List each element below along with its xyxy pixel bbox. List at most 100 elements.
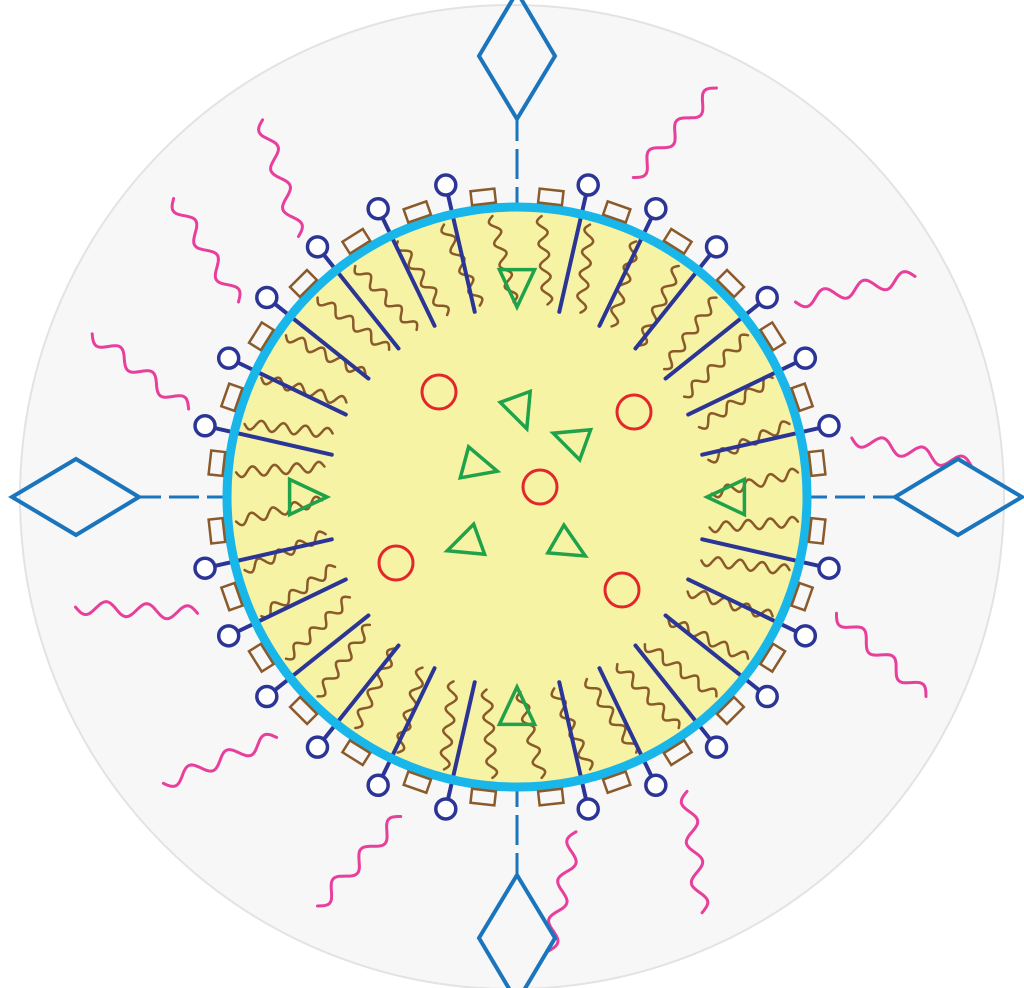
fatty-chain-icon bbox=[615, 662, 681, 730]
surface-tag-icon bbox=[340, 738, 372, 767]
fatty-chain-icon bbox=[439, 680, 459, 771]
surface-tag-icon bbox=[789, 382, 815, 413]
payload-triangle-icon bbox=[702, 476, 747, 518]
lipid-head-layer bbox=[193, 173, 841, 821]
peg-chain-icon bbox=[257, 118, 304, 238]
surface-tag-icon bbox=[469, 787, 498, 807]
lipid-head-icon bbox=[255, 285, 279, 310]
fatty-chain-icon bbox=[234, 495, 324, 527]
lipid-head-icon bbox=[644, 196, 668, 221]
peg-chain-icon bbox=[170, 197, 242, 304]
lipid-head-icon bbox=[755, 684, 779, 709]
fatty-chain-icon bbox=[575, 223, 595, 314]
surface-tag-icon bbox=[807, 516, 827, 545]
fatty-chain-icon bbox=[584, 677, 639, 754]
fatty-chain-icon bbox=[487, 214, 519, 304]
peg-chain-icon bbox=[631, 86, 718, 179]
surface-tag-icon bbox=[207, 516, 227, 545]
fatty-chain-icon bbox=[354, 647, 396, 730]
payload-triangle-icon bbox=[496, 682, 538, 727]
payload-triangle-icon bbox=[457, 443, 502, 481]
peg-chain-icon bbox=[850, 436, 973, 467]
surface-tag-icon bbox=[402, 199, 433, 225]
lipid-head-icon bbox=[216, 346, 241, 370]
peg-chain-icon bbox=[161, 732, 279, 788]
drug-circle-icon bbox=[420, 373, 458, 411]
surface-tag-icon bbox=[789, 581, 815, 612]
fatty-chain-icon bbox=[708, 515, 800, 534]
surface-tag-icon bbox=[288, 268, 319, 299]
ligand-diamond-icon bbox=[891, 456, 1024, 538]
surface-tag-icon bbox=[715, 695, 746, 726]
payload-triangle-icon bbox=[443, 521, 488, 557]
lipid-head-icon bbox=[793, 346, 818, 370]
core-payload-layer bbox=[287, 267, 747, 727]
fatty-chain-icon bbox=[395, 240, 450, 317]
fatty-chain-icon bbox=[260, 376, 348, 404]
peg-chain-icon bbox=[90, 332, 191, 411]
ligand-diamond-icon bbox=[8, 456, 143, 538]
lipid-head-icon bbox=[817, 414, 841, 438]
fatty-chain-icon bbox=[284, 595, 352, 661]
lipid-head-icon bbox=[366, 773, 390, 798]
lipid-head-icon bbox=[576, 797, 600, 821]
surface-tag-icon bbox=[340, 227, 372, 256]
surface-tag-icon bbox=[758, 320, 787, 352]
fatty-chain-icon bbox=[643, 642, 718, 698]
surface-tag-icon bbox=[715, 268, 746, 299]
lipid-head-icon bbox=[644, 773, 668, 798]
fatty-chain-icon bbox=[243, 419, 334, 439]
payload-triangle-icon bbox=[496, 267, 538, 312]
drug-circle-icon bbox=[603, 571, 641, 609]
lipid-head-icon bbox=[366, 196, 390, 221]
lipid-head-icon bbox=[216, 624, 241, 648]
drug-circle-icon bbox=[377, 544, 415, 582]
peg-chain-icon bbox=[835, 611, 928, 698]
fatty-chain-icon bbox=[396, 666, 424, 754]
fatty-chain-icon bbox=[662, 296, 718, 371]
fatty-chain-icon bbox=[638, 264, 680, 347]
ligand-layer bbox=[8, 0, 1024, 988]
fatty-chain-icon bbox=[316, 296, 391, 352]
payload-triangle-icon bbox=[287, 476, 332, 518]
surface-tag-icon bbox=[536, 187, 565, 207]
fatty-chain-icon bbox=[710, 467, 800, 499]
fatty-chain-icon bbox=[234, 460, 326, 479]
surface-tag-icon bbox=[219, 581, 245, 612]
surface-tag-icon bbox=[601, 199, 632, 225]
lipid-head-icon bbox=[434, 173, 458, 197]
aqueous-core bbox=[227, 207, 807, 787]
fatty-chain-icon bbox=[260, 564, 337, 619]
lipid-head-icon bbox=[193, 414, 217, 438]
fatty-chain-icon bbox=[535, 214, 554, 306]
lipid-head-icon bbox=[434, 797, 458, 821]
fatty-chain-icon bbox=[284, 334, 367, 376]
lipid-head-icon bbox=[755, 285, 779, 310]
peg-chain-icon bbox=[74, 600, 199, 621]
lipid-head-icon bbox=[305, 235, 330, 259]
peg-chain-icon bbox=[794, 270, 917, 309]
lipid-head-icon bbox=[817, 556, 841, 580]
peg-chain-layer bbox=[74, 86, 973, 953]
surface-tag-icon bbox=[247, 642, 276, 674]
fatty-chain-layer bbox=[234, 214, 800, 780]
surface-tag-icon bbox=[402, 769, 433, 795]
peg-chain-icon bbox=[679, 789, 710, 915]
lipid-head-icon bbox=[255, 684, 279, 709]
fatty-chain-icon bbox=[700, 555, 791, 575]
fatty-chain-icon bbox=[610, 240, 638, 328]
payload-triangle-icon bbox=[549, 427, 594, 463]
membrane-ring bbox=[222, 202, 812, 792]
surface-tag-icon bbox=[536, 787, 565, 807]
ligand-diamond-icon bbox=[476, 0, 558, 123]
lipid-head-icon bbox=[193, 556, 217, 580]
surface-tag-icon bbox=[469, 187, 498, 207]
fatty-chain-icon bbox=[515, 690, 547, 780]
fatty-chain-icon bbox=[686, 590, 774, 618]
surface-tag-icon bbox=[247, 320, 276, 352]
fatty-chain-icon bbox=[316, 623, 372, 698]
surface-tag-icon bbox=[601, 769, 632, 795]
drug-circle-icon bbox=[615, 393, 653, 431]
